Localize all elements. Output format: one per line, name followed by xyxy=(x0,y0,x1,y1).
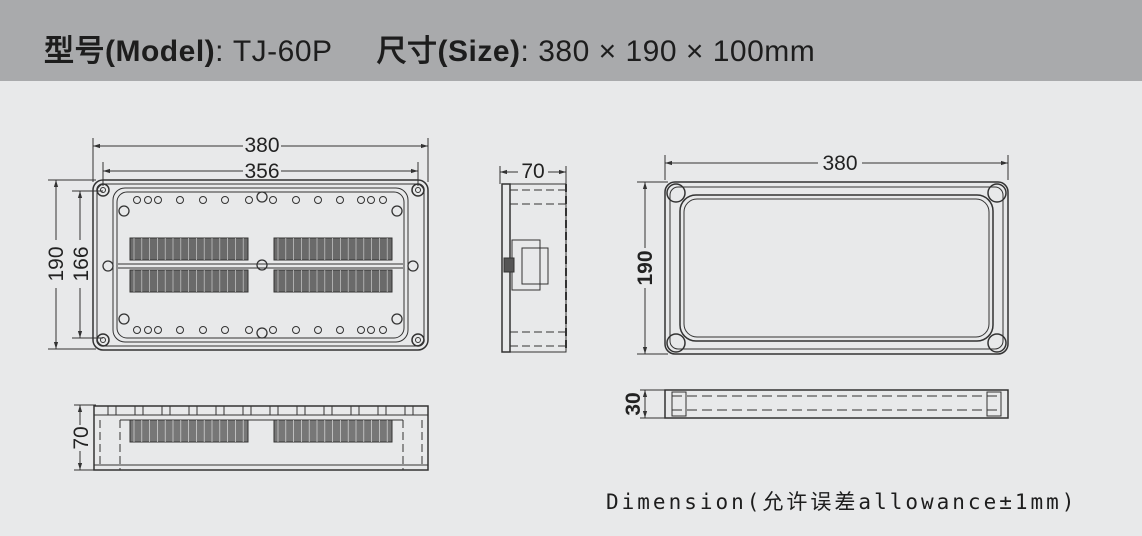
knockout-icon xyxy=(133,196,141,204)
knockout-icon xyxy=(144,326,152,334)
knockout-icon xyxy=(154,326,162,334)
lid-view: 380 190 xyxy=(634,152,1009,355)
side-view: 70 xyxy=(499,160,567,353)
dim-width-outer: 380 xyxy=(244,134,279,157)
knockout-icon xyxy=(357,196,365,204)
dim-height-inner: 166 xyxy=(70,246,93,281)
bottom-view: 70 xyxy=(70,404,429,471)
mount-hole-icon xyxy=(391,205,403,217)
terminal-block xyxy=(129,237,249,261)
corner-screw-icon xyxy=(96,183,110,197)
screw-boss xyxy=(242,405,252,416)
knockout-icon xyxy=(221,196,229,204)
header-bar: 型号(Model): TJ-60P 尺寸(Size): 380 × 190 × 1… xyxy=(0,0,1142,81)
terminal-block xyxy=(129,419,249,443)
lid-side-view: 30 xyxy=(622,389,1009,419)
screw-boss xyxy=(269,405,279,416)
knockout-icon xyxy=(221,326,229,334)
knockout-icon xyxy=(292,196,300,204)
knockout-icon xyxy=(245,326,253,334)
knockout-icon xyxy=(379,196,387,204)
knockout-icon xyxy=(367,196,375,204)
knockout-icon xyxy=(144,196,152,204)
knockout-icon xyxy=(336,196,344,204)
screw-boss xyxy=(377,405,387,416)
mount-hole-icon xyxy=(118,205,130,217)
terminal-block xyxy=(273,419,393,443)
screw-hole-icon xyxy=(100,337,106,343)
screw-boss xyxy=(134,405,144,416)
mount-hole-icon xyxy=(407,260,419,272)
mount-hole-icon xyxy=(256,327,268,339)
dimension-tolerance-note: Dimension(允许误差allowance±1mm) xyxy=(606,490,1078,514)
knockout-icon xyxy=(269,196,277,204)
knockout-icon xyxy=(176,196,184,204)
knockout-icon xyxy=(314,326,322,334)
screw-boss xyxy=(161,405,171,416)
knockout-icon xyxy=(154,196,162,204)
dim-height-outer: 190 xyxy=(45,246,68,281)
knockout-icon xyxy=(176,326,184,334)
knockout-icon xyxy=(367,326,375,334)
corner-screw-icon xyxy=(411,183,425,197)
screw-hole-icon xyxy=(415,337,421,343)
size-value: 380 × 190 × 100mm xyxy=(538,35,816,68)
model-value: TJ-60P xyxy=(232,35,333,68)
dim-lid-thickness: 30 xyxy=(622,392,645,415)
knockout-icon xyxy=(292,326,300,334)
terminal-block xyxy=(273,269,393,293)
knockout-icon xyxy=(357,326,365,334)
screw-boss xyxy=(188,405,198,416)
size-label: 尺寸(Size) xyxy=(376,35,521,68)
mount-hole-icon xyxy=(391,313,403,325)
screw-boss xyxy=(215,405,225,416)
dim-lid-width: 380 xyxy=(822,152,857,175)
knockout-icon xyxy=(269,326,277,334)
screw-boss xyxy=(404,405,414,416)
screw-boss xyxy=(323,405,333,416)
screw-hole-icon xyxy=(415,187,421,193)
screw-hole-icon xyxy=(100,187,106,193)
size-separator: : xyxy=(520,35,530,68)
screw-boss xyxy=(296,405,306,416)
knockout-icon xyxy=(199,326,207,334)
dim-bottom-depth: 70 xyxy=(70,426,93,449)
mount-hole-icon xyxy=(256,191,268,203)
corner-screw-icon xyxy=(411,333,425,347)
mount-hole-icon xyxy=(118,313,130,325)
front-view: 380 356 190 166 xyxy=(44,134,429,351)
mount-hole-icon xyxy=(102,260,114,272)
knockout-icon xyxy=(199,196,207,204)
dim-width-inner: 356 xyxy=(244,160,279,183)
knockout-icon xyxy=(245,196,253,204)
knockout-icon xyxy=(133,326,141,334)
knockout-icon xyxy=(379,326,387,334)
knockout-icon xyxy=(314,196,322,204)
dim-side-depth: 70 xyxy=(521,160,544,183)
terminal-block xyxy=(273,237,393,261)
model-label: 型号(Model) xyxy=(44,35,216,68)
corner-screw-icon xyxy=(96,333,110,347)
knockout-icon xyxy=(336,326,344,334)
screw-boss xyxy=(350,405,360,416)
model-separator: : xyxy=(215,35,224,68)
terminal-block xyxy=(129,269,249,293)
screw-boss xyxy=(107,405,117,416)
dim-lid-height: 190 xyxy=(634,250,657,285)
product-title: 型号(Model): TJ-60P 尺寸(Size): 380 × 190 × 1… xyxy=(44,26,815,70)
mount-hole-icon xyxy=(256,259,268,271)
